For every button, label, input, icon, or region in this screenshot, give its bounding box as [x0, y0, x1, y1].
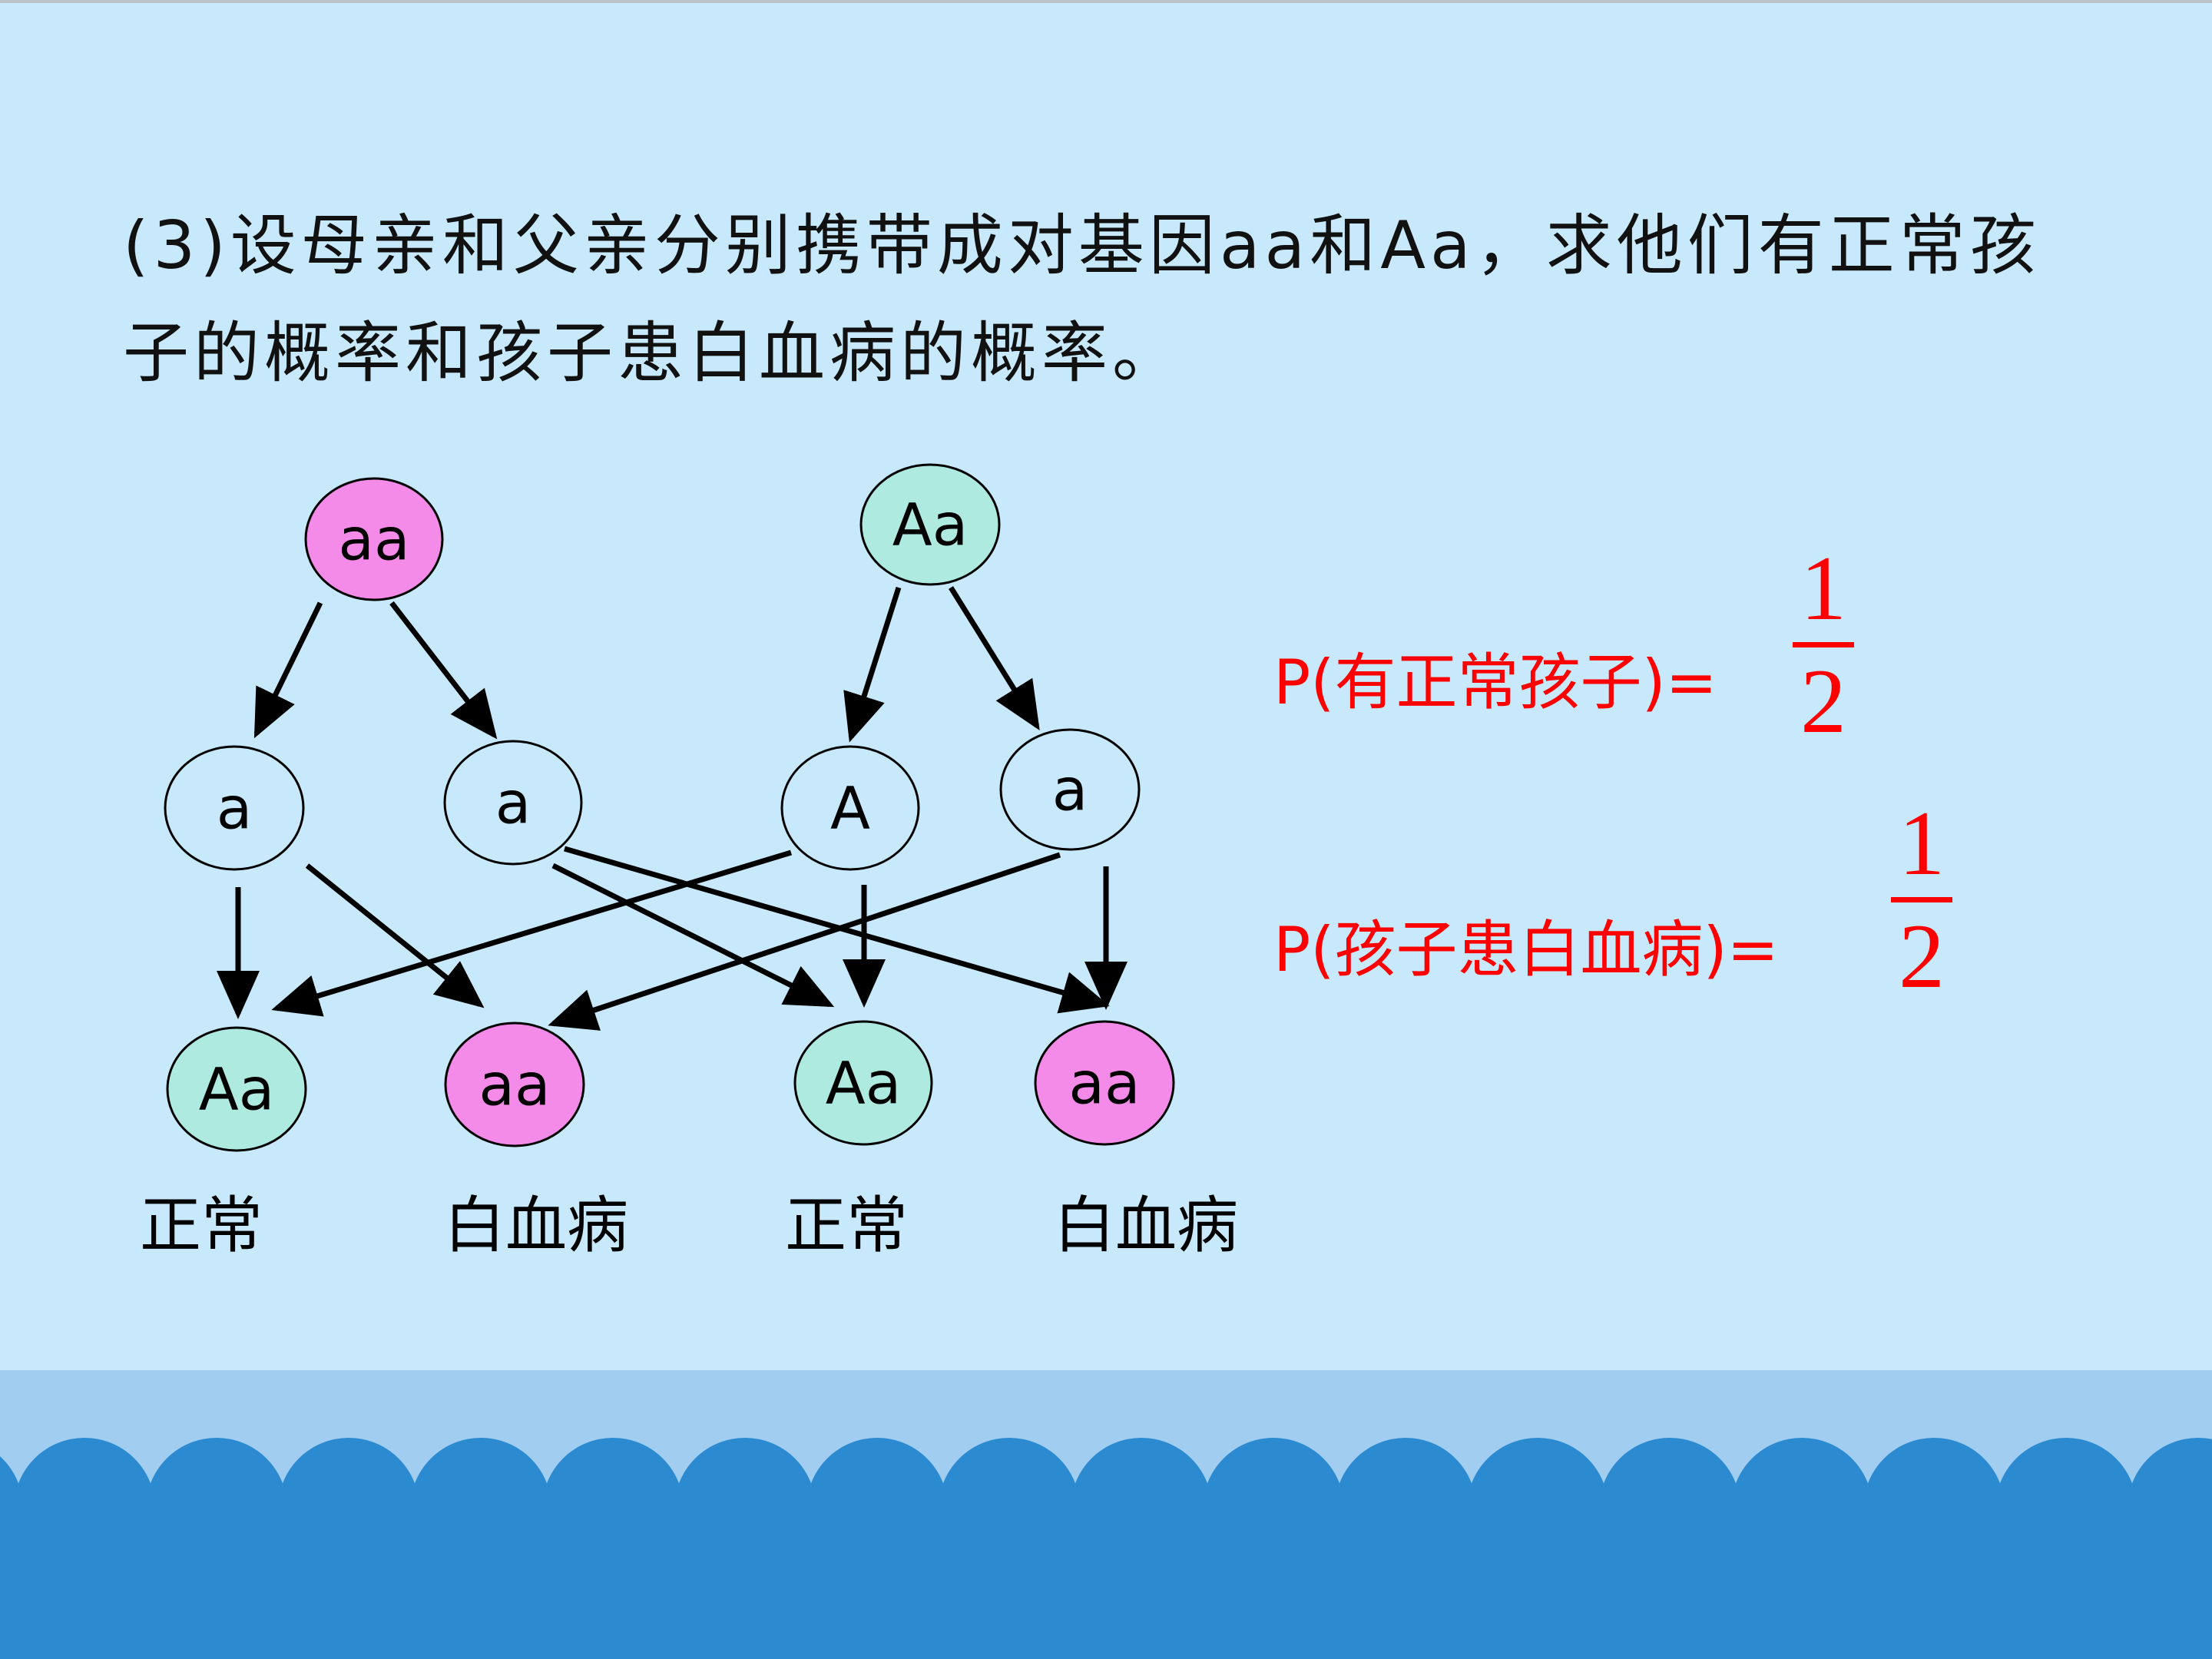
parent-father-circle — [859, 463, 1001, 586]
formula-normal-fraction: 1 2 — [1793, 542, 1854, 747]
offspring-1-label: 正常 — [140, 1190, 263, 1261]
arrow-g2-o4 — [564, 846, 1110, 1014]
gamete-1-allele: a — [217, 774, 253, 843]
formula-normal-label: P(有正常孩子)= — [1273, 647, 1717, 718]
gamete-1: a — [164, 745, 305, 871]
gamete-2: a — [443, 740, 583, 866]
arrow-g4-o2 — [548, 852, 1061, 1031]
offspring-1-circle — [166, 1026, 307, 1152]
gamete-2-circle — [443, 740, 583, 866]
offspring-3-circle — [793, 1020, 933, 1146]
formula-normal-denominator: 2 — [1800, 650, 1846, 752]
wave-decoration — [0, 1370, 2212, 1659]
parent-mother-genotype: aa — [338, 505, 409, 574]
arrow-mother-gamete-1 — [253, 601, 323, 739]
gamete-4: a — [999, 728, 1141, 851]
formula-leukemia-denominator: 2 — [1899, 905, 1945, 1007]
offspring-4-genotype: aa — [1068, 1049, 1140, 1118]
formula-leukemia-fraction: 1 2 — [1891, 797, 1952, 1002]
top-border — [0, 0, 2212, 3]
offspring-3: Aa — [793, 1020, 933, 1146]
offspring-1-genotype: Aa — [199, 1055, 275, 1124]
parent-father: Aa — [859, 463, 1001, 586]
offspring-2-circle — [444, 1022, 585, 1147]
parent-mother-circle — [304, 477, 444, 601]
arrow-father-gamete-2 — [949, 586, 1040, 730]
gamete-3-circle — [780, 745, 920, 871]
offspring-4-circle — [1034, 1020, 1175, 1146]
gamete-3-allele: A — [830, 774, 870, 843]
parent-father-genotype: Aa — [892, 491, 969, 559]
formula-normal-fraction-bar — [1793, 642, 1854, 647]
formula-normal-numerator: 1 — [1800, 537, 1846, 639]
gamete-offspring-arrows — [217, 846, 1128, 1031]
gamete-4-circle — [999, 728, 1141, 851]
formula-leukemia-numerator: 1 — [1899, 792, 1945, 894]
offspring-3-genotype: Aa — [826, 1049, 902, 1118]
parent-gamete-arrows — [253, 586, 1040, 743]
question-text: (3)设母亲和父亲分别携带成对基因aa和Aa，求他们有正常孩子的概率和孩子患白血… — [123, 207, 2041, 392]
gamete-1-circle — [164, 745, 305, 871]
wave-base — [0, 1601, 2212, 1659]
parent-mother: aa — [304, 477, 444, 601]
gamete-2-allele: a — [495, 769, 531, 837]
offspring-4: aa — [1034, 1020, 1175, 1146]
offspring-2: aa — [444, 1022, 585, 1147]
offspring-1: Aa — [166, 1026, 307, 1152]
arrow-mother-gamete-2 — [389, 601, 498, 740]
arrow-g2-o3 — [551, 863, 835, 1008]
offspring-2-label: 白血病 — [444, 1190, 628, 1261]
offspring-2-genotype: aa — [478, 1051, 550, 1119]
arrow-g1-o2 — [305, 863, 485, 1008]
formula-leukemia-fraction-bar — [1891, 897, 1952, 902]
arrow-g3-o1 — [271, 849, 793, 1017]
formula-leukemia-label: P(孩子患白血病)= — [1273, 914, 1779, 985]
arrow-father-gamete-1 — [843, 586, 902, 743]
gamete-3: A — [780, 745, 920, 871]
offspring-3-label: 正常 — [785, 1190, 908, 1261]
offspring-4-label: 白血病 — [1054, 1190, 1238, 1261]
gamete-4-allele: a — [1052, 756, 1088, 824]
